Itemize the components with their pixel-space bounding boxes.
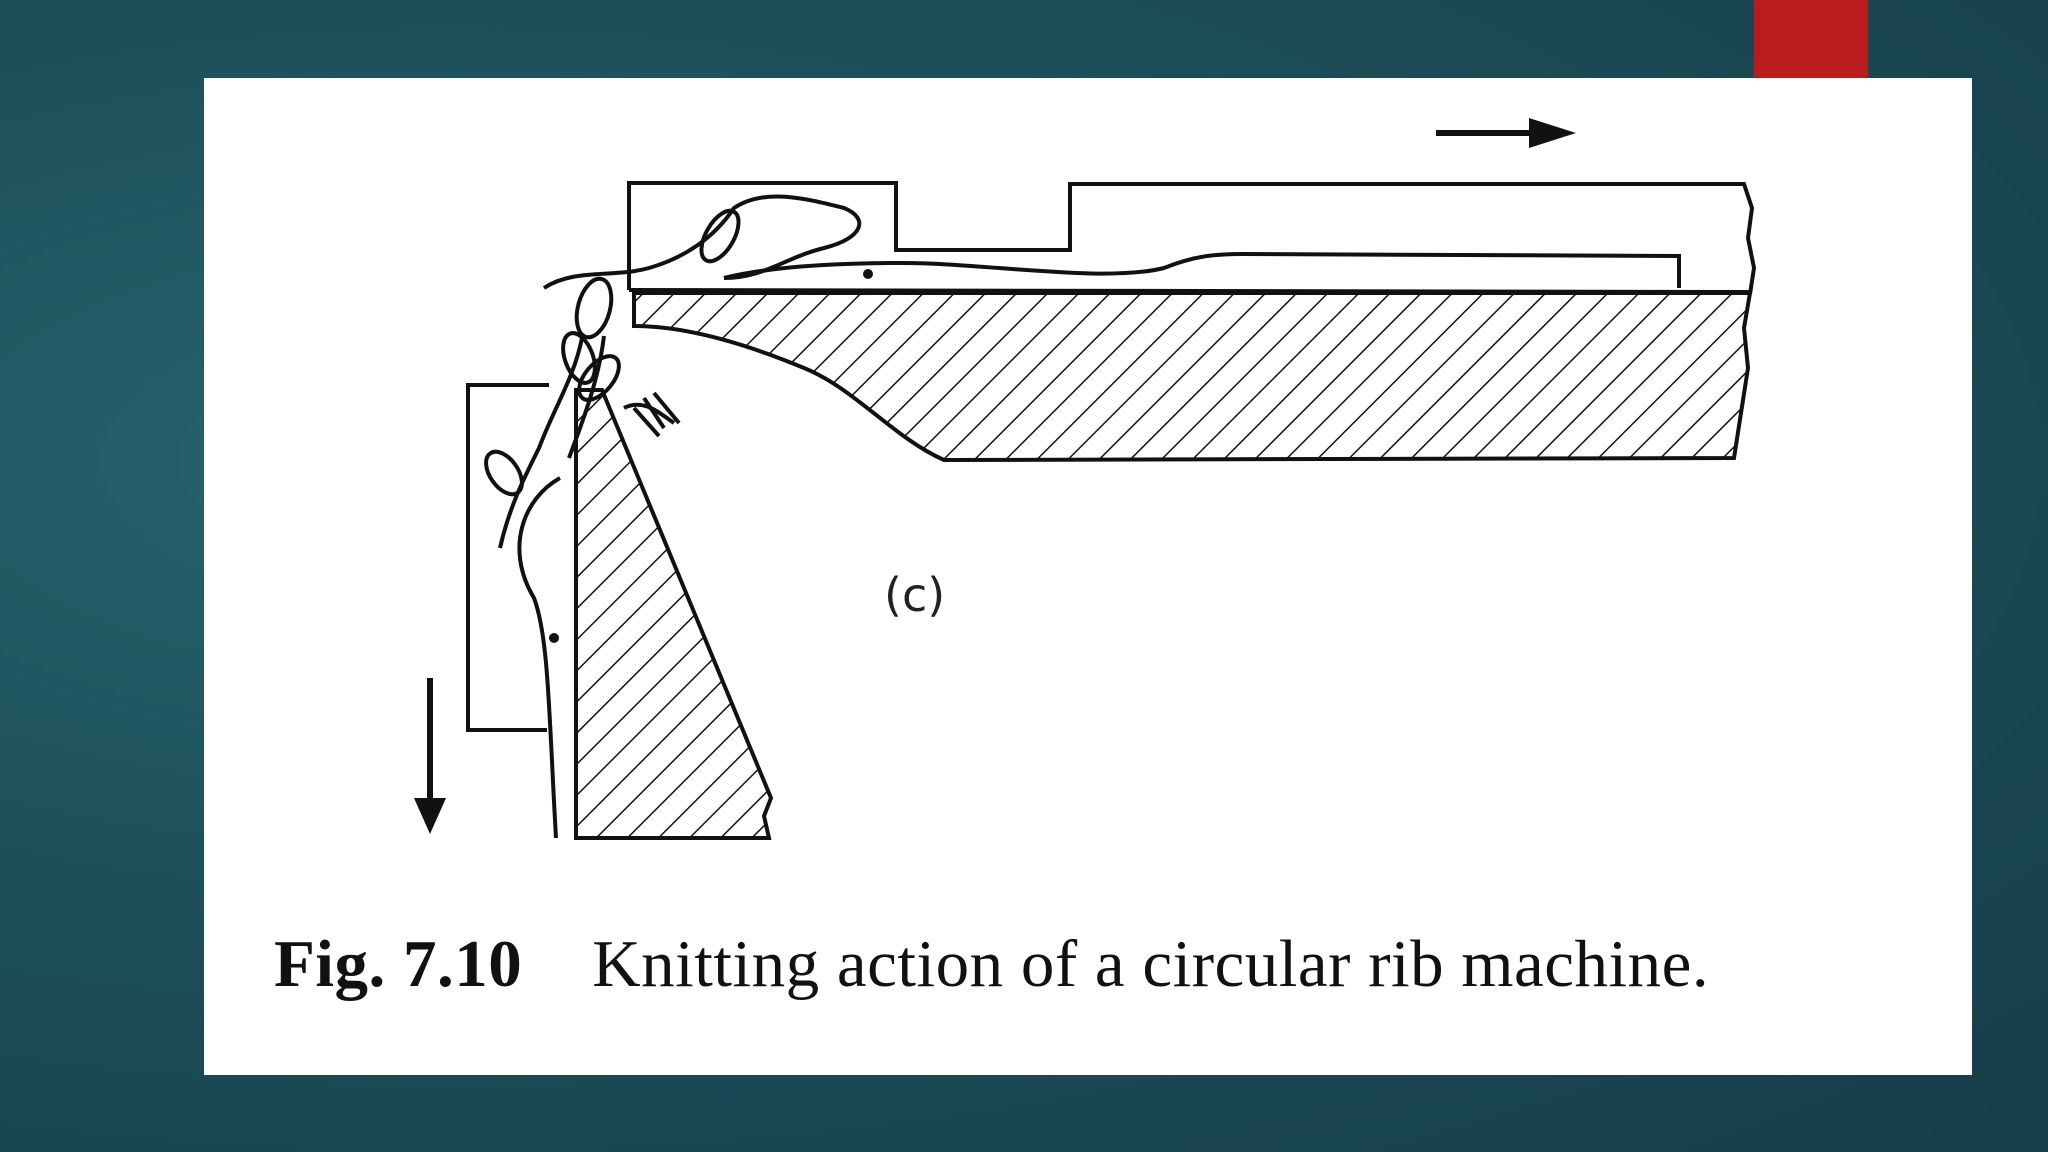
cylinder-needle xyxy=(517,476,561,839)
accent-block xyxy=(1754,0,1868,78)
cylinder-cam-outline xyxy=(466,383,549,732)
figure-caption: Fig. 7.10 Knitting action of a circular r… xyxy=(274,926,1924,1003)
caption-label: Fig. 7.10 xyxy=(274,927,523,1001)
dial-needle xyxy=(723,251,1681,288)
panel-label: (c) xyxy=(884,568,946,622)
cylinder-needle-dot xyxy=(549,633,559,643)
right-arrow-icon xyxy=(1436,118,1576,148)
needle-butt-dot xyxy=(863,269,873,279)
down-arrow-icon xyxy=(414,678,446,834)
figure-panel: (c) Fig. 7.10 Knitting action of a circul… xyxy=(204,78,1972,1075)
caption-text: Knitting action of a circular rib machin… xyxy=(592,927,1710,1001)
knitting-diagram xyxy=(414,118,1757,840)
yarn-loops xyxy=(484,194,862,549)
dial-body xyxy=(632,291,1753,463)
cylinder-body xyxy=(574,388,774,840)
